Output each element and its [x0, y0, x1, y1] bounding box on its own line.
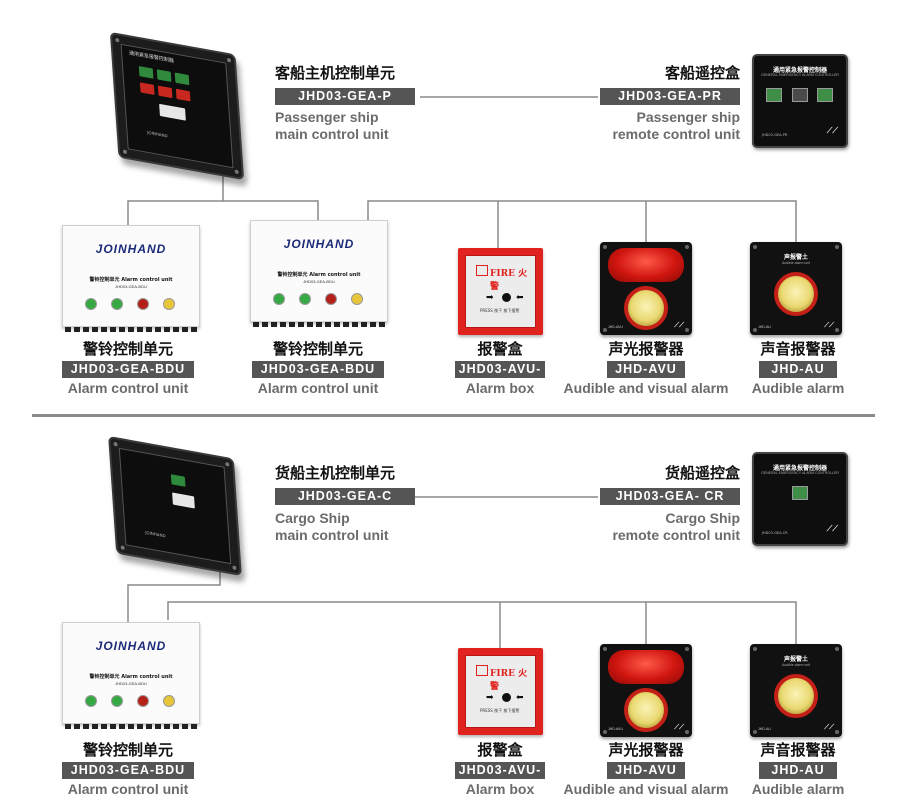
alarm-control-unit-image-2: JOINHAND 警铃控制单元 Alarm control unit JHD03…: [250, 220, 388, 327]
c-device-2-en: Alarm box: [465, 781, 535, 797]
cargo-audible-visual-alarm-image: JHD-AVU ⟋⟋: [600, 644, 692, 737]
c-device-2-cn: 报警盒: [477, 741, 523, 759]
c-device-1-model: JHD03-GEA-BDU: [62, 762, 194, 779]
cargo-main-model: JHD03-GEA-C: [275, 488, 415, 505]
passenger-main-model: JHD03-GEA-P: [275, 88, 415, 105]
acu-model-text: JHD03-GEA-BDU: [303, 279, 335, 284]
cargo-alarm-box-image: FIRE 火警 ➡ ⬅ PRESS 按下 按下报警: [458, 648, 543, 735]
cargo-alarm-control-unit-image: JOINHAND 警铃控制单元 Alarm control unit JHD03…: [62, 622, 200, 729]
alarm-box-image: FIRE 火警 ➡ ⬅ PRESS 按下 按下报警: [458, 248, 543, 335]
p-device-3-model: JHD03-AVU-B: [455, 361, 545, 393]
p-device-5-en: Audible alarm: [751, 380, 845, 396]
passenger-remote-box-image: 通用紧急报警控制器 GENERAL EMERGENCY ALARM CONTRO…: [752, 54, 848, 148]
cargo-main-cn: 货船主机控制单元: [275, 464, 396, 482]
p-device-1-model: JHD03-GEA-BDU: [62, 361, 194, 378]
passenger-main-control-unit-image: JOINHAND 通用紧急报警控制器: [109, 31, 245, 181]
panel-cn-text: 声报警土: [783, 656, 808, 663]
acu-header-text: 警铃控制单元 Alarm control unit: [89, 674, 173, 680]
passenger-main-cn: 客船主机控制单元: [275, 64, 396, 82]
remote-title: 通用紧急报警控制器: [772, 465, 827, 472]
fire-label: FIRE 火警: [490, 269, 528, 292]
passenger-remote-en-1: Passenger ship: [636, 109, 741, 125]
audible-alarm-image: 声报警土 Audible alarm unit JHD-AU ⟋⟋: [750, 242, 842, 335]
c-device-3-en: Audible and visual alarm: [563, 781, 729, 797]
brand-logo: JOINHAND: [95, 639, 167, 653]
cargo-remote-cn: 货船遥控盒: [664, 464, 740, 482]
p-device-4-cn: 声光报警器: [608, 340, 684, 358]
p-device-2-model: JHD03-GEA-BDU: [252, 361, 384, 378]
acu-model-text: JHD03-GEA-BDU: [115, 284, 147, 289]
c-device-2-model: JHD03-AVU-B: [455, 762, 545, 794]
p-device-4-model: JHD-AVU: [607, 361, 685, 378]
remote-title: 通用紧急报警控制器: [772, 67, 827, 74]
passenger-remote-cn: 客船遥控盒: [664, 64, 740, 82]
passenger-remote-model: JHD03-GEA-PR: [600, 88, 740, 105]
feed-acu-1: [127, 165, 224, 225]
brand-logo: JOINHAND: [95, 242, 167, 256]
p-device-1-en: Alarm control unit: [67, 380, 189, 396]
cargo-feed-acu: [127, 560, 221, 622]
c-device-3-model: JHD-AVU: [607, 762, 685, 779]
alarm-control-unit-image-1: JOINHAND 警铃控制单元 Alarm control unit JHD03…: [62, 225, 200, 332]
alarm-box-press-text: PRESS 按下 按下报警: [480, 308, 520, 313]
c-device-4-cn: 声音报警器: [760, 741, 836, 759]
fire-label: FIRE 火警: [490, 669, 528, 692]
remote-subtitle: GENERAL EMERGENCY ALARM CONTROLLER: [761, 471, 839, 475]
cargo-remote-en-2: remote control unit: [612, 527, 740, 543]
p-device-2-en: Alarm control unit: [257, 380, 379, 396]
acu-model-text: JHD03-GEA-BDU: [115, 681, 147, 686]
feed-bus: [367, 200, 797, 245]
cargo-main-en-2: main control unit: [275, 527, 389, 543]
cargo-main-control-unit-image: JOINHAND: [108, 435, 242, 577]
cargo-audible-alarm-image: 声报警土 Audible alarm unit JHD-AU ⟋⟋: [750, 644, 842, 737]
p-device-3-cn: 报警盒: [477, 340, 523, 358]
p-device-5-model: JHD-AU: [759, 361, 837, 378]
p-device-1-cn: 警铃控制单元: [82, 340, 173, 358]
section-divider: [32, 414, 875, 417]
c-device-1-cn: 警铃控制单元: [82, 741, 173, 759]
c-device-1-en: Alarm control unit: [67, 781, 189, 797]
panel-en-text: Audible alarm unit: [781, 663, 810, 667]
p-device-2-cn: 警铃控制单元: [272, 340, 363, 358]
cargo-feed-bus: [167, 601, 797, 645]
passenger-main-en-1: Passenger ship: [275, 109, 379, 125]
c-device-4-model: JHD-AU: [759, 762, 837, 779]
remote-subtitle: GENERAL EMERGENCY ALARM CONTROLLER: [761, 73, 839, 77]
panel-cn-text: 声报警土: [783, 254, 808, 261]
audible-visual-alarm-image: JHD-AVU ⟋⟋: [600, 242, 692, 335]
cargo-remote-en-1: Cargo Ship: [665, 510, 740, 526]
feed-acu-2: [223, 200, 319, 225]
cargo-remote-model: JHD03-GEA- CR: [600, 488, 740, 505]
c-device-3-cn: 声光报警器: [608, 741, 684, 759]
alarm-box-press-text: PRESS 按下 按下报警: [480, 708, 520, 713]
p-device-5-cn: 声音报警器: [760, 340, 836, 358]
p-device-3-en: Alarm box: [465, 380, 535, 396]
cargo-main-en-1: Cargo Ship: [275, 510, 350, 526]
passenger-remote-en-2: remote control unit: [612, 126, 740, 142]
passenger-main-en-2: main control unit: [275, 126, 389, 142]
c-device-4-en: Audible alarm: [751, 781, 845, 797]
p-device-4-en: Audible and visual alarm: [563, 380, 729, 396]
cargo-remote-box-image: 通用紧急报警控制器 GENERAL EMERGENCY ALARM CONTRO…: [752, 452, 848, 546]
acu-header-text: 警铃控制单元 Alarm control unit: [89, 277, 173, 283]
panel-en-text: Audible alarm unit: [781, 261, 810, 265]
brand-logo: JOINHAND: [283, 237, 355, 251]
acu-header-text: 警铃控制单元 Alarm control unit: [277, 272, 361, 278]
